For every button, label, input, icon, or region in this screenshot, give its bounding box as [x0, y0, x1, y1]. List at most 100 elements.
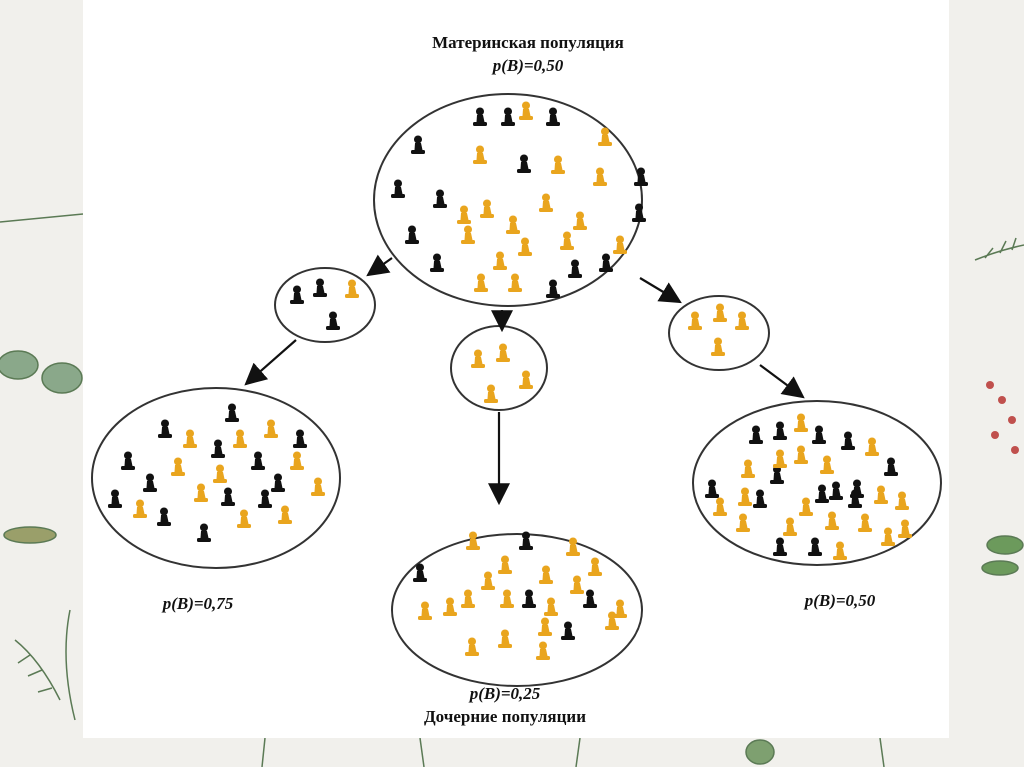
- daughter-right-yellow-individual: [738, 488, 752, 507]
- daughter-center-black-individual: [561, 622, 575, 641]
- daughter-center-yellow-individual: [538, 618, 552, 637]
- mother-yellow-individual: [573, 212, 587, 231]
- daughter-center-yellow-individual: [500, 590, 514, 609]
- daughter-center-yellow-individual: [588, 558, 602, 577]
- daughter-center-yellow-individual: [461, 590, 475, 609]
- daughter-right-black-individual: [884, 458, 898, 477]
- daughter-left-yellow-individual: [133, 500, 147, 519]
- daughter-right-yellow-individual: [898, 520, 912, 539]
- mother-yellow-individual: [518, 238, 532, 257]
- daughter-left-black-individual: [211, 440, 225, 459]
- founder-left-black-individual: [326, 312, 340, 331]
- founder-right-yellow-individual: [711, 338, 725, 357]
- daughter-right-black-individual: [753, 490, 767, 509]
- daughter-right-yellow-individual: [741, 460, 755, 479]
- daughter-left-yellow-individual: [311, 478, 325, 497]
- daughter-right-yellow-individual: [865, 438, 879, 457]
- arrow-to-daughter-right: [760, 365, 803, 397]
- founder-left-black-individual: [313, 279, 327, 298]
- daughter-left-black-individual: [221, 488, 235, 507]
- daughter-left-black-individual: [293, 430, 307, 449]
- arrow-to-founder-left: [368, 258, 392, 275]
- founder-right-yellow-individual: [735, 312, 749, 331]
- mother-black-individual: [517, 155, 531, 174]
- mother-yellow-individual: [519, 102, 533, 121]
- daughter-center-yellow-individual: [418, 602, 432, 621]
- daughter-right-yellow-individual: [858, 514, 872, 533]
- daughter-right-black-individual: [705, 480, 719, 499]
- daughter-left-yellow-individual: [290, 452, 304, 471]
- mother-yellow-individual: [474, 274, 488, 293]
- daughter-right-frequency: p(B)=0,50: [803, 591, 876, 610]
- arrow-to-daughter-left: [246, 340, 296, 384]
- daughter-center-yellow-individual: [498, 556, 512, 575]
- founder-group-center-ellipse: [451, 326, 547, 410]
- daughter-center-yellow-individual: [465, 638, 479, 657]
- founder-center-yellow-individual: [496, 344, 510, 363]
- daughter-right-black-individual: [773, 538, 787, 557]
- daughter-center-yellow-individual: [544, 598, 558, 617]
- daughter-center-yellow-individual: [536, 642, 550, 661]
- daughter-left-black-individual: [251, 452, 265, 471]
- daughter-right-yellow-individual: [820, 456, 834, 475]
- mother-yellow-individual: [613, 236, 627, 255]
- daughter-right-black-individual: [773, 422, 787, 441]
- daughter-right-yellow-individual: [736, 514, 750, 533]
- daughter-population-center-ellipse: [392, 534, 642, 686]
- daughter-left-black-individual: [143, 474, 157, 493]
- daughter-center-yellow-individual: [570, 576, 584, 595]
- mother-yellow-individual: [493, 252, 507, 271]
- daughter-left-black-individual: [157, 508, 171, 527]
- mother-black-individual: [411, 136, 425, 155]
- daughter-right-yellow-individual: [783, 518, 797, 537]
- mother-black-individual: [405, 226, 419, 245]
- mother-yellow-individual: [473, 146, 487, 165]
- allele-individuals: [108, 102, 912, 661]
- mother-black-individual: [599, 254, 613, 273]
- founder-center-yellow-individual: [519, 371, 533, 390]
- daughter-center-frequency: p(B)=0,25: [468, 684, 541, 703]
- mother-black-individual: [501, 108, 515, 127]
- daughter-right-yellow-individual: [794, 414, 808, 433]
- daughter-right-yellow-individual: [881, 528, 895, 547]
- founder-left-black-individual: [290, 286, 304, 305]
- mother-population-title: Материнская популяция: [432, 33, 624, 52]
- daughter-left-black-individual: [225, 404, 239, 423]
- daughter-right-yellow-individual: [794, 446, 808, 465]
- mother-yellow-individual: [480, 200, 494, 219]
- daughter-center-yellow-individual: [498, 630, 512, 649]
- mother-yellow-individual: [593, 168, 607, 187]
- founder-center-yellow-individual: [471, 350, 485, 369]
- daughter-center-yellow-individual: [539, 566, 553, 585]
- daughter-left-black-individual: [158, 420, 172, 439]
- daughter-left-yellow-individual: [264, 420, 278, 439]
- daughter-left-black-individual: [197, 524, 211, 543]
- mother-yellow-individual: [539, 194, 553, 213]
- daughter-population-left-ellipse: [92, 388, 340, 568]
- daughter-left-black-individual: [258, 490, 272, 509]
- daughter-left-frequency: p(B)=0,75: [161, 594, 234, 613]
- daughter-left-yellow-individual: [183, 430, 197, 449]
- daughter-right-yellow-individual: [713, 498, 727, 517]
- daughter-populations-caption: Дочерние популяции: [424, 707, 586, 726]
- daughter-right-black-individual: [829, 482, 843, 501]
- arrow-to-founder-right: [640, 278, 680, 302]
- daughter-left-yellow-individual: [237, 510, 251, 529]
- mother-yellow-individual: [560, 232, 574, 251]
- daughter-right-black-individual: [815, 485, 829, 504]
- daughter-right-black-individual: [812, 426, 826, 445]
- daughter-right-yellow-individual: [773, 450, 787, 469]
- daughter-center-black-individual: [522, 590, 536, 609]
- daughter-left-yellow-individual: [194, 484, 208, 503]
- mother-black-individual: [568, 260, 582, 279]
- mother-black-individual: [391, 180, 405, 199]
- mother-yellow-individual: [457, 206, 471, 225]
- daughter-center-yellow-individual: [443, 598, 457, 617]
- daughter-left-yellow-individual: [278, 506, 292, 525]
- daughter-right-yellow-individual: [833, 542, 847, 561]
- mother-population-frequency: p(B)=0,50: [491, 56, 564, 75]
- founder-left-yellow-individual: [345, 280, 359, 299]
- founder-right-yellow-individual: [688, 312, 702, 331]
- mother-black-individual: [433, 190, 447, 209]
